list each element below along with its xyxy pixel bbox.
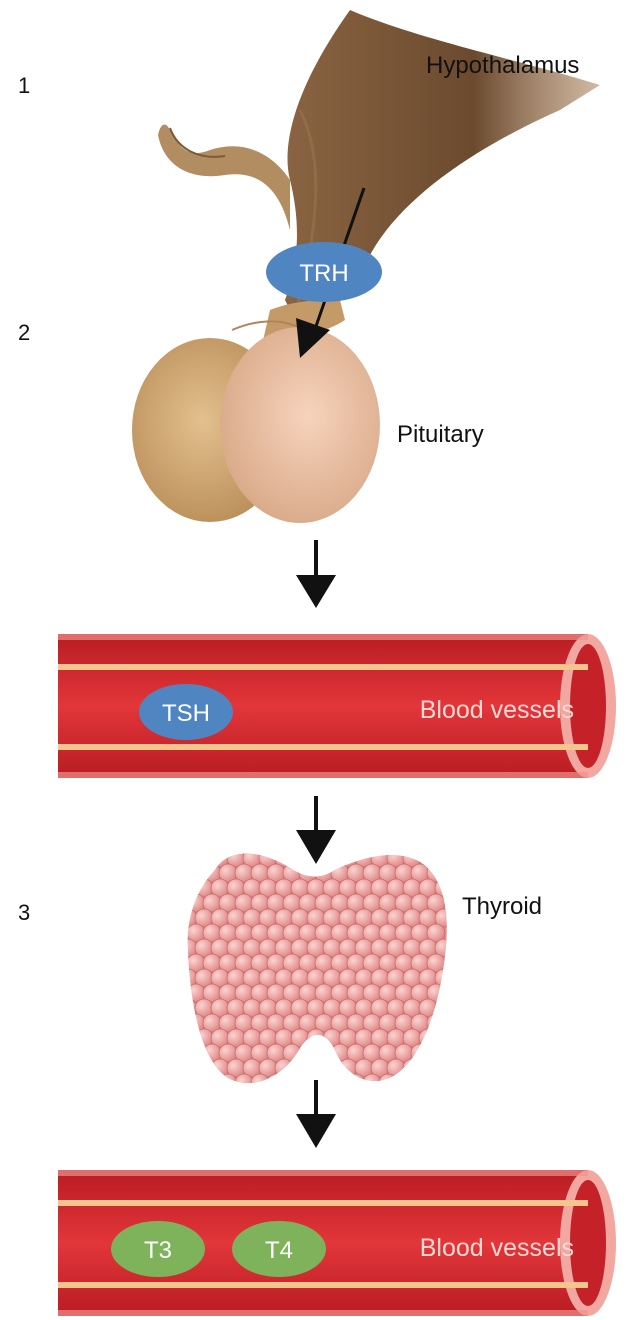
step-number-2: 2	[18, 320, 30, 345]
arrow-down-icon	[296, 540, 336, 608]
step-number-1: 1	[18, 73, 30, 98]
arrow-down-icon	[296, 1080, 336, 1148]
pituitary-label: Pituitary	[397, 421, 484, 448]
blood-vessels-2-label: Blood vessels	[420, 1234, 574, 1262]
step-number-3: 3	[18, 900, 30, 925]
pituitary-illustration	[132, 300, 380, 523]
thyroid-label: Thyroid	[462, 893, 542, 920]
t3-label: T3	[144, 1237, 172, 1264]
tsh-label: TSH	[162, 700, 210, 727]
t4-label: T4	[265, 1237, 293, 1264]
trh-label: TRH	[299, 260, 348, 287]
hypothalamus-label: Hypothalamus	[426, 52, 579, 79]
arrow-down-icon	[296, 796, 336, 864]
blood-vessels-1-label: Blood vessels	[420, 696, 574, 724]
thyroid-illustration	[179, 849, 453, 1092]
